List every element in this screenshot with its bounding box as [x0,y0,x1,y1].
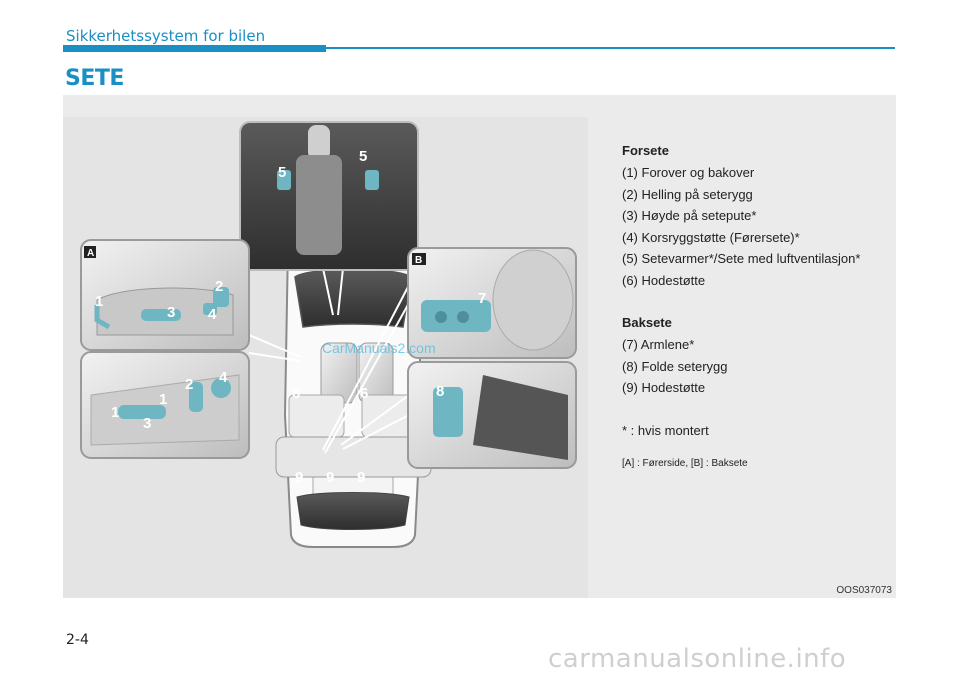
seat-illustration: 5 5 A 1 2 3 4 1 1 2 3 [63,117,588,598]
callout-7: 7 [478,290,486,307]
callout-2-a2: 2 [185,376,193,393]
legend-item: (4) Korsryggstøtte (Førersete)* [622,229,800,245]
callout-5-right: 5 [359,148,367,165]
callout-4-a2: 4 [219,369,228,386]
car-top-view [275,220,432,548]
callout-5-left: 5 [278,164,286,181]
callout-6-left: 6 [292,385,300,402]
callout-3-a2: 3 [143,415,151,432]
inset-b-fold: 8 [407,361,577,469]
legend-item: (1) Forover og bakover [622,165,755,180]
callout-4-a: 4 [208,306,217,323]
callout-2-a: 2 [215,278,223,295]
legend-spacer [622,399,892,420]
inset-a-seat-side: A 1 2 3 4 [80,239,250,351]
inset-a-switches: 1 1 2 3 4 [80,351,250,459]
console-inset: 5 5 [239,121,419,271]
panel-b-label: B [415,255,422,266]
legend-item: (3) Høyde på setepute* [622,208,757,223]
legend-note: * : hvis montert [622,422,709,438]
callout-8: 8 [436,383,444,400]
panel-a-label: A [87,248,94,259]
legend-front-heading: Forsete [622,143,669,158]
callout-9-middle: 9 [326,469,334,486]
legend-item: (8) Folde seterygg [622,358,728,374]
section-title: Sikkerhetssystem for bilen [66,27,266,45]
figure-box: 5 5 A 1 2 3 4 1 1 2 3 [63,95,896,598]
callout-9-left: 9 [295,469,303,486]
legend: Forsete (1) Forover og bakover (2) Helli… [622,140,892,469]
legend-rear-heading: Baksete [622,315,672,330]
header-bar [63,45,326,52]
page-title: SETE [65,66,124,91]
callout-3-a: 3 [167,304,175,321]
page-number: 2-4 [66,632,89,648]
callout-1-a2-right: 1 [159,391,167,408]
legend-item: (7) Armlene* [622,337,695,352]
legend-item: (6) Hodestøtte [622,272,706,288]
legend-item: (2) Helling på seterygg [622,186,753,202]
legend-spacer [622,291,892,312]
legend-panel-note: [A] : Førerside, [B] : Baksete [622,457,748,469]
callout-1-a: 1 [95,293,103,310]
legend-item: (9) Hodestøtte [622,380,706,395]
inset-b-armrest: B 7 [407,247,577,359]
figure-watermark: CarManuals2.com [322,340,436,356]
site-watermark: carmanualsonline.info [548,644,847,674]
callout-6-right: 6 [360,385,368,402]
header-rule [326,47,895,49]
callout-9-right: 9 [357,469,365,486]
callout-1-a2-left: 1 [111,404,119,421]
legend-item: (5) Setevarmer*/Sete med luftventilasjon… [622,251,861,266]
figure-code: OOS037073 [836,585,892,596]
